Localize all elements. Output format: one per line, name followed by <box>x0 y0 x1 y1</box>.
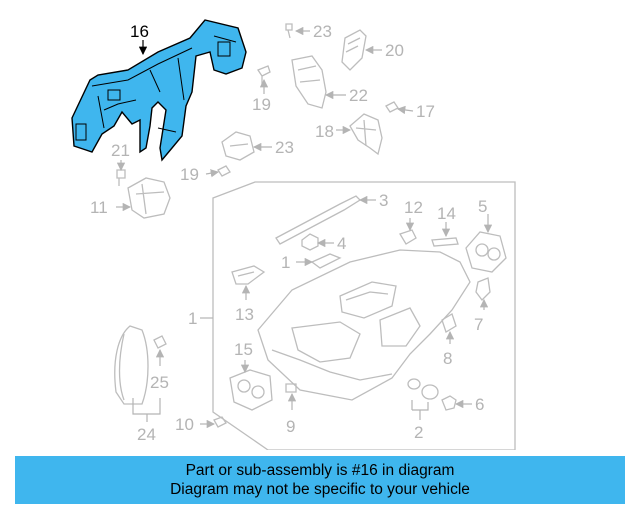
clip-part-10 <box>200 416 227 429</box>
callout-14: 5 <box>478 197 487 216</box>
callout-19-top: 17 <box>416 102 435 121</box>
clip-part-23-mid <box>257 65 271 94</box>
clip-part-23-left <box>116 160 126 186</box>
callout-10: 10 <box>175 415 194 434</box>
callout-23-top: 23 <box>313 22 332 41</box>
clip-part-25 <box>153 335 167 366</box>
callout-4: 1 <box>281 253 290 272</box>
callout-24: 24 <box>137 425 156 444</box>
clip-part-23-top <box>285 23 310 39</box>
callout-15: 15 <box>234 340 253 359</box>
callout-25: 25 <box>150 373 169 392</box>
callout-17: 18 <box>315 122 334 141</box>
cross-car-beam-part-16[interactable] <box>71 19 247 162</box>
cover-part-15 <box>229 360 273 411</box>
callout-3: 12 <box>404 198 423 217</box>
bracket-part-8 <box>441 313 457 344</box>
callout-21: 11 <box>90 198 108 217</box>
callout-11: 3 <box>379 191 388 210</box>
callout-23-left: 21 <box>111 141 130 160</box>
screw-part-19-top <box>385 101 414 115</box>
grommet-part-2 <box>407 378 439 420</box>
retainer-part-5 <box>301 233 334 251</box>
switch-part-14 <box>465 214 507 273</box>
callout-8: 8 <box>443 349 452 368</box>
callout-1: 1 <box>188 309 197 328</box>
instrument-panel-outline-box <box>212 181 516 450</box>
callout-19-bottom: 19 <box>180 165 199 184</box>
trim-part-12 <box>431 222 459 247</box>
callout-9: 9 <box>286 417 295 436</box>
callout-6: 6 <box>475 395 484 414</box>
info-banner: Part or sub-assembly is #16 in diagram D… <box>15 456 625 504</box>
callout-23-mid: 19 <box>252 95 271 114</box>
bracket-part-7 <box>475 277 491 310</box>
callout-2: 2 <box>414 423 423 442</box>
banner-line-1: Part or sub-assembly is #16 in diagram <box>185 462 455 479</box>
clip-part-3 <box>399 218 417 245</box>
instrument-panel-part-1 <box>257 249 471 401</box>
screw-part-19-bottom <box>205 165 231 178</box>
clip-part-9 <box>285 383 297 410</box>
callout-12: 14 <box>437 204 456 223</box>
bracket-part-18 <box>221 131 272 161</box>
callout-22: 22 <box>349 86 368 105</box>
bolt-part-6 <box>441 395 472 411</box>
bracket-part-22 <box>291 55 346 109</box>
callout-16: 16 <box>130 22 149 41</box>
callout-18: 23 <box>275 138 294 157</box>
callout-5: 4 <box>337 234 346 253</box>
bracket-part-21 <box>116 177 171 219</box>
vent-part-13 <box>231 265 266 300</box>
trim-strip-part-11 <box>275 195 376 245</box>
end-cap-part-24 <box>114 325 149 405</box>
banner-line-2: Diagram may not be specific to your vehi… <box>170 481 470 498</box>
vent-part-20 <box>341 29 382 71</box>
parts-diagram: 16 23 20 22 19 17 18 23 19 <box>71 19 516 450</box>
callout-7: 7 <box>474 315 483 334</box>
bracket-part-4 <box>296 253 342 269</box>
callout-20: 20 <box>385 41 404 60</box>
callout-13: 13 <box>235 305 254 324</box>
bracket-part-17 <box>336 113 383 156</box>
